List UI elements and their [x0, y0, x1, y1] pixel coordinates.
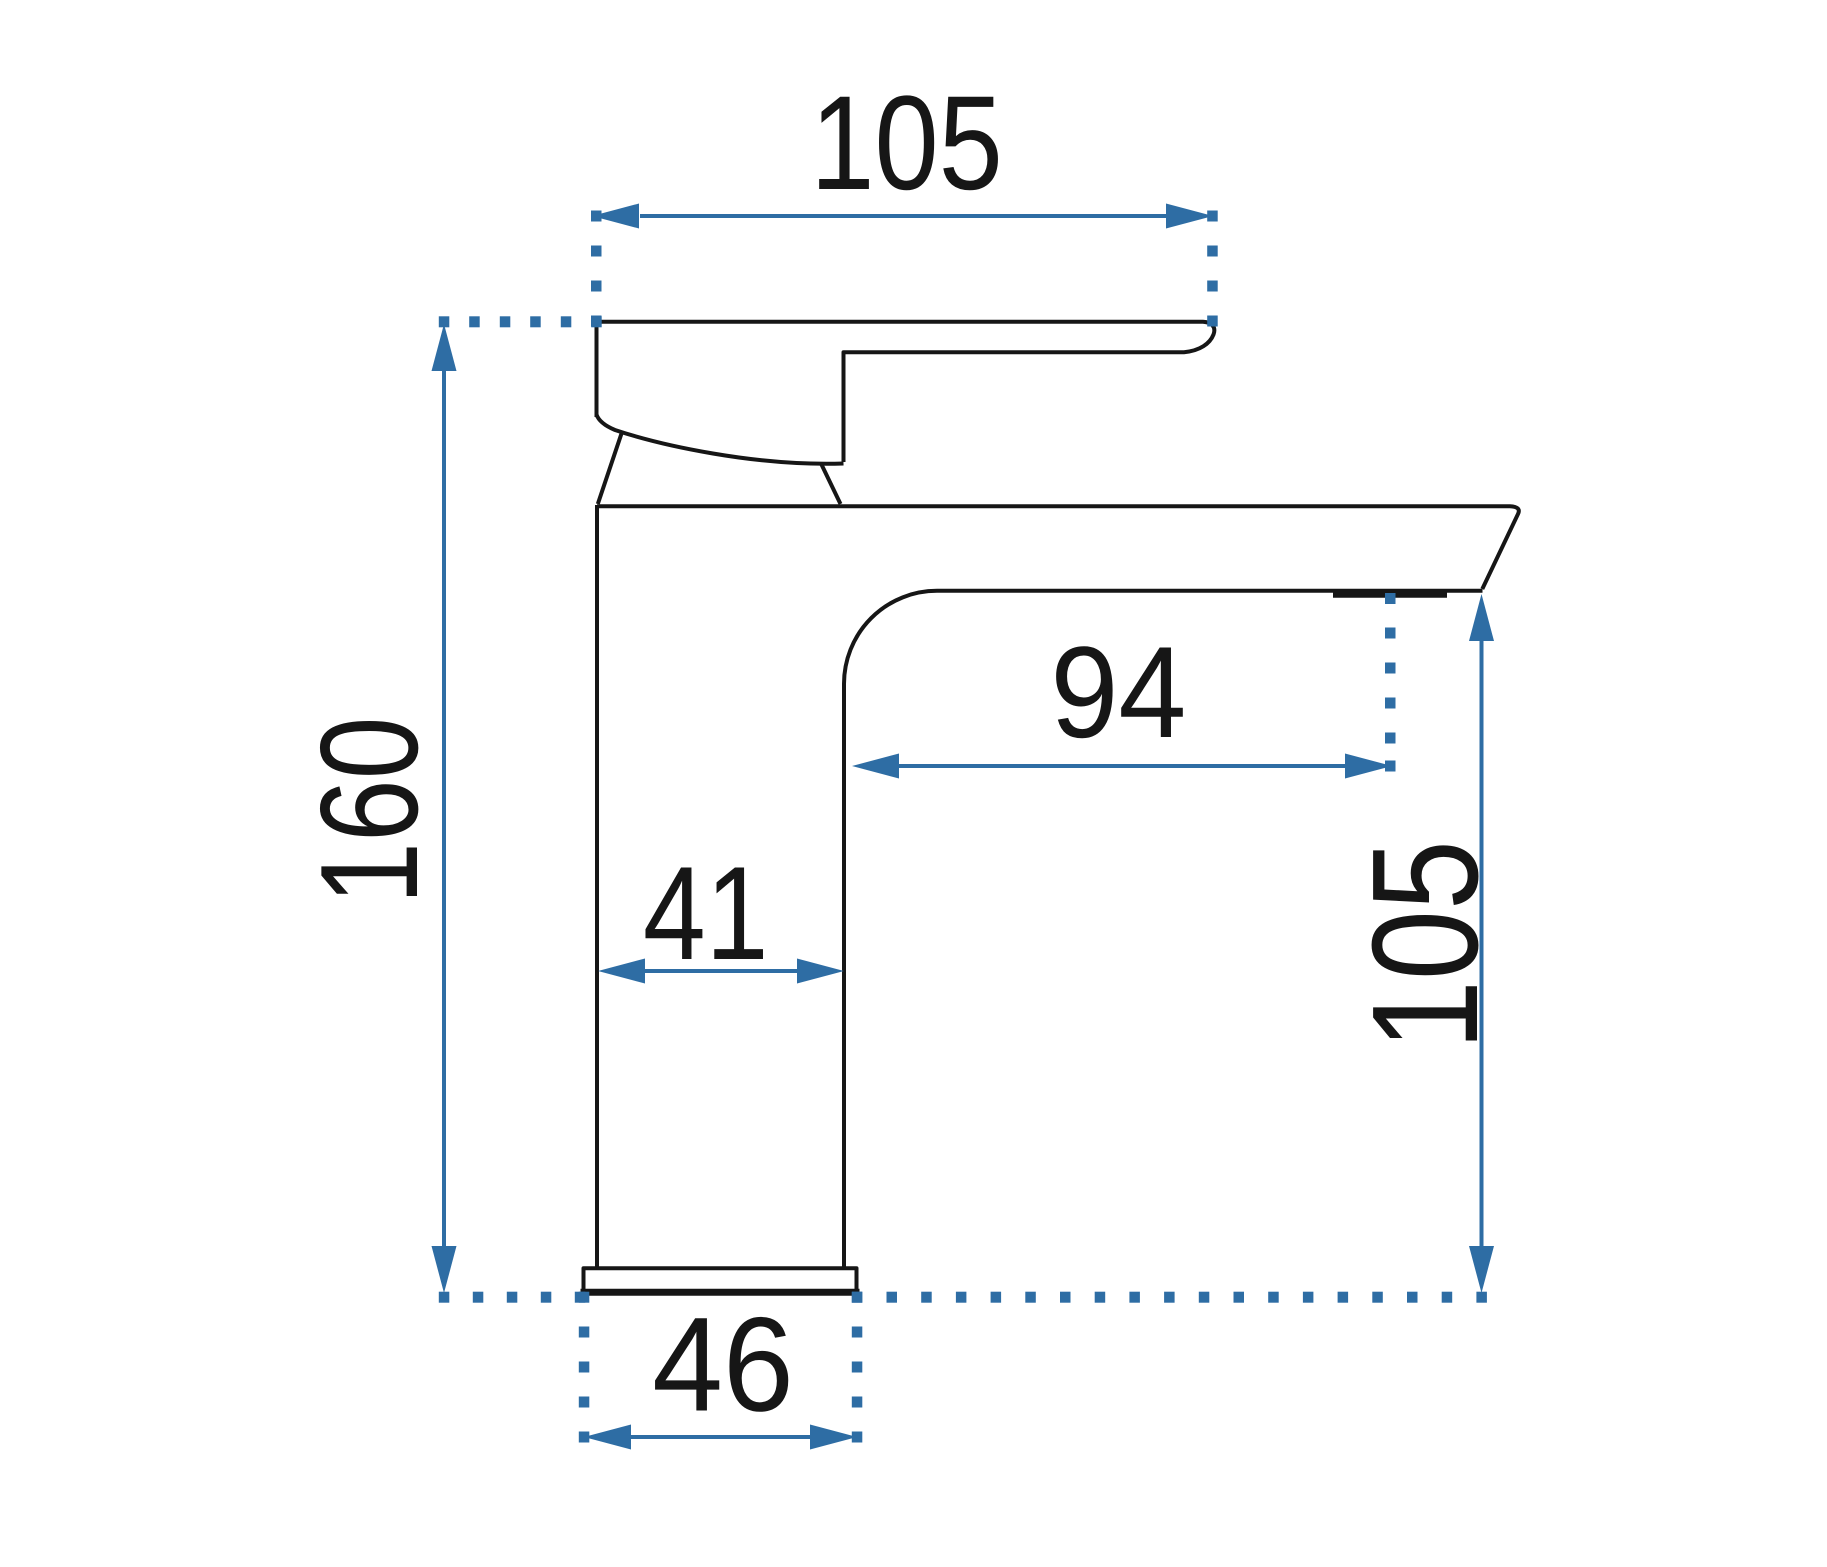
- svg-text:160: 160: [292, 717, 447, 905]
- svg-text:94: 94: [1050, 619, 1186, 765]
- svg-text:105: 105: [810, 69, 1002, 218]
- svg-text:105: 105: [1340, 840, 1509, 1050]
- svg-text:46: 46: [652, 1291, 794, 1440]
- svg-text:41: 41: [643, 840, 769, 988]
